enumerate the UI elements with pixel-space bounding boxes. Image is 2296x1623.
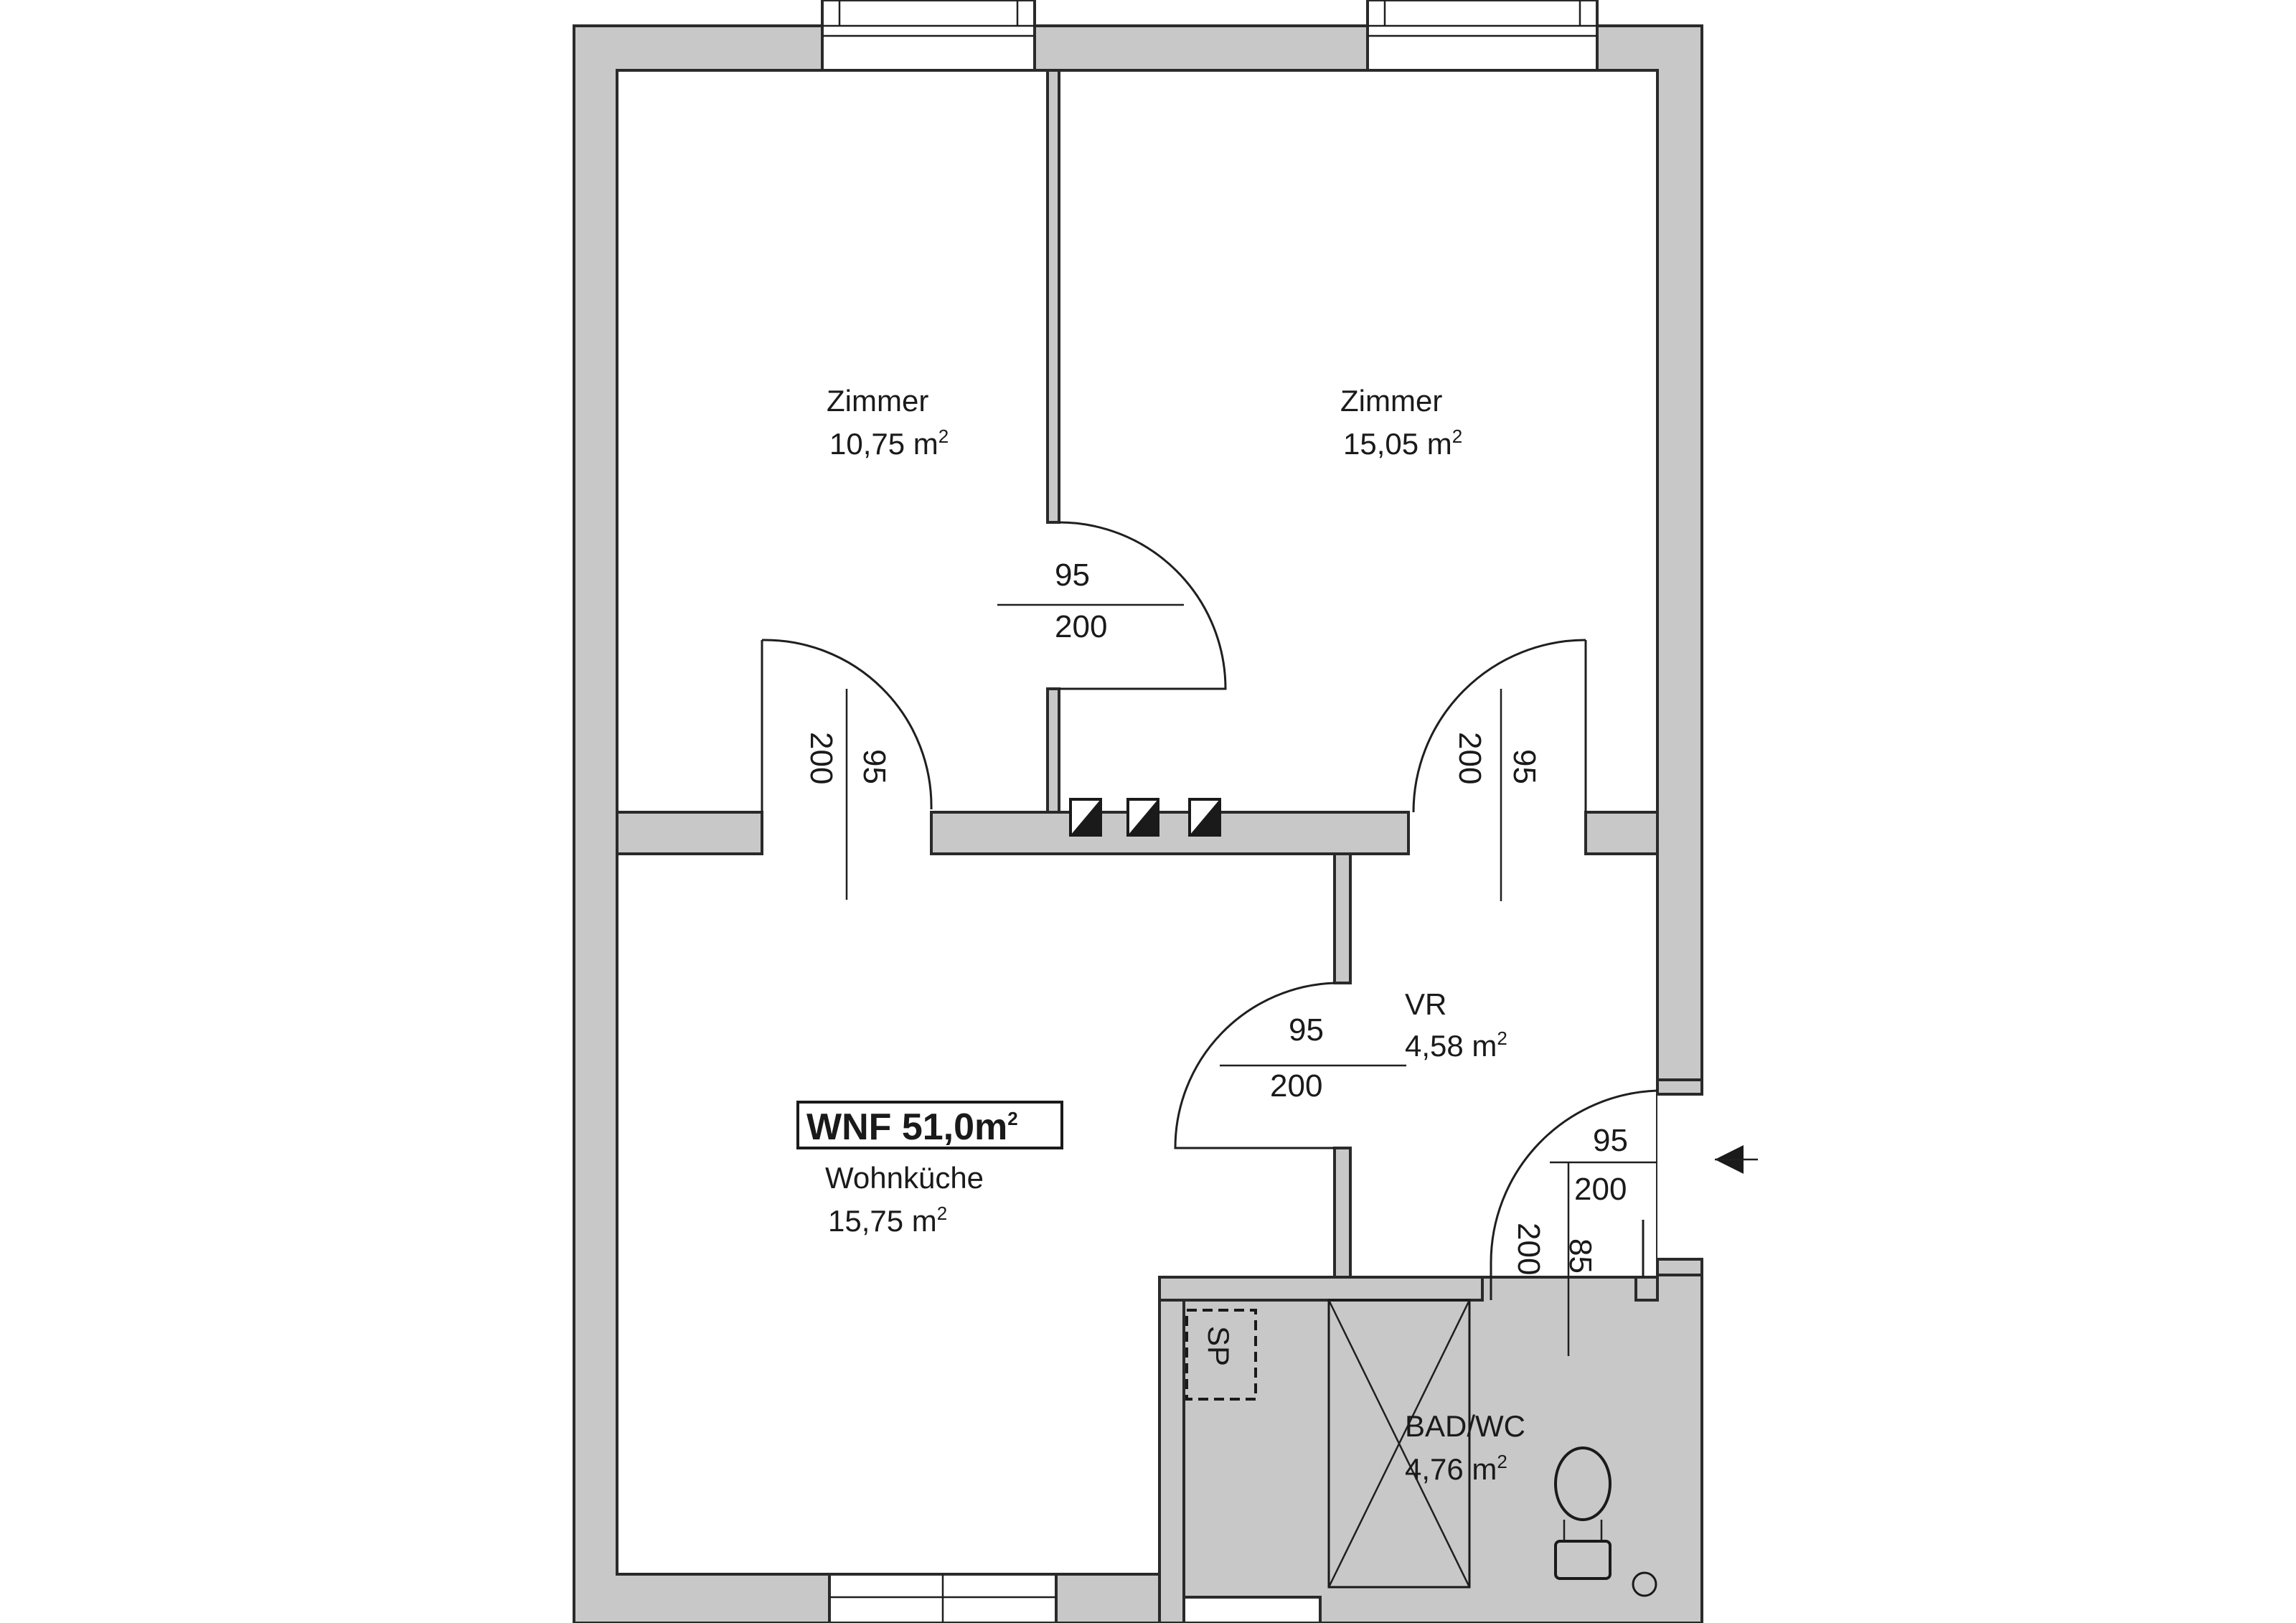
wall-h-left [616,811,763,855]
wall-vr-lower [1333,1147,1352,1279]
window-top-left [821,0,1036,72]
svg-text:WNF 51,0m2: WNF 51,0m2 [806,1106,1018,1148]
entrance-jamb-bottom [1656,1258,1703,1276]
shower-icon [1327,1299,1471,1589]
shaft-3-icon [1188,798,1221,837]
entrance-jamb-top [1656,1078,1703,1096]
unit-sup: 2 [938,425,949,447]
door-vr-zimmer-height: 200 [1452,732,1487,784]
room-name-zimmer-left: Zimmer [827,384,928,418]
drain-icon [1632,1571,1657,1597]
room-area-zimmer-right: 15,05 m2 [1343,425,1462,461]
entrance-door[interactable] [1567,1145,1758,1356]
wall-bedrooms-divider-lower [1046,687,1060,814]
room-area-bad: 4,76 m2 [1405,1451,1507,1486]
room-name-bad: BAD/WC [1405,1409,1525,1443]
wall-bath-left [1158,1299,1185,1623]
windows [821,0,1599,1623]
door-zimmer-left-width: 95 [857,749,892,784]
door-vr-zimmer-width: 95 [1507,749,1542,784]
shaft-1-icon [1069,798,1102,837]
room-name-wohnkueche: Wohnküche [825,1161,984,1195]
storage-label: SP [1202,1326,1236,1366]
wall-bath-right-stub [1634,1276,1659,1302]
entrance-door-height: 200 [1511,1223,1546,1275]
room-area-vr: 4,58 m2 [1405,1027,1507,1063]
walls [573,24,1708,1623]
wnf-total-badge: WNF 51,0m2 [796,1101,1063,1149]
wnf-label: WNF 51,0m [806,1106,1007,1148]
room-area-wohnkueche: 15,75 m2 [828,1203,947,1238]
window-bottom-left [828,1573,1058,1623]
wall-vr-upper [1333,852,1352,984]
bathroom-fixtures [1185,1299,1657,1597]
wnf-sup: 2 [1007,1108,1017,1129]
wall-h-right [1584,811,1659,855]
wall-bedrooms-divider [1046,69,1060,524]
room-name-vr: VR [1405,987,1446,1021]
door-wohnkueche-height: 200 [1270,1068,1322,1104]
ventilation-shafts [1069,798,1221,837]
door-zimmer-right-height: 200 [1055,609,1107,644]
window-top-right [1366,0,1599,72]
room-name-zimmer-right: Zimmer [1340,384,1442,418]
wall-bath-top [1158,1276,1484,1302]
storage-box [1185,1309,1257,1401]
unit-sup: 2 [1497,1451,1507,1472]
toilet-icon [1554,1446,1612,1580]
door-bad-width: 95 [1593,1123,1628,1158]
unit-sup: 2 [1452,425,1462,447]
door-zimmer-left-height: 200 [804,732,839,784]
shaft-2-icon [1126,798,1159,837]
unit-sup: 2 [937,1203,947,1224]
door-wohnkueche-width: 95 [1289,1012,1324,1048]
door-zimmer-right[interactable] [997,521,1227,690]
window-bottom-bath [1182,1596,1322,1623]
room-area-zimmer-left: 10,75 m2 [829,425,949,461]
door-wohnkueche[interactable] [1174,982,1406,1149]
door-bad-height: 200 [1574,1172,1627,1207]
entrance-opening [1657,1091,1708,1263]
door-zimmer-left[interactable] [761,639,933,900]
door-zimmer-right-width: 95 [1055,558,1090,593]
door-vr-zimmer[interactable] [1412,639,1587,901]
entrance-door-width: 85 [1563,1238,1598,1274]
wall-h-middle [930,811,1410,855]
unit-sup: 2 [1497,1027,1507,1049]
